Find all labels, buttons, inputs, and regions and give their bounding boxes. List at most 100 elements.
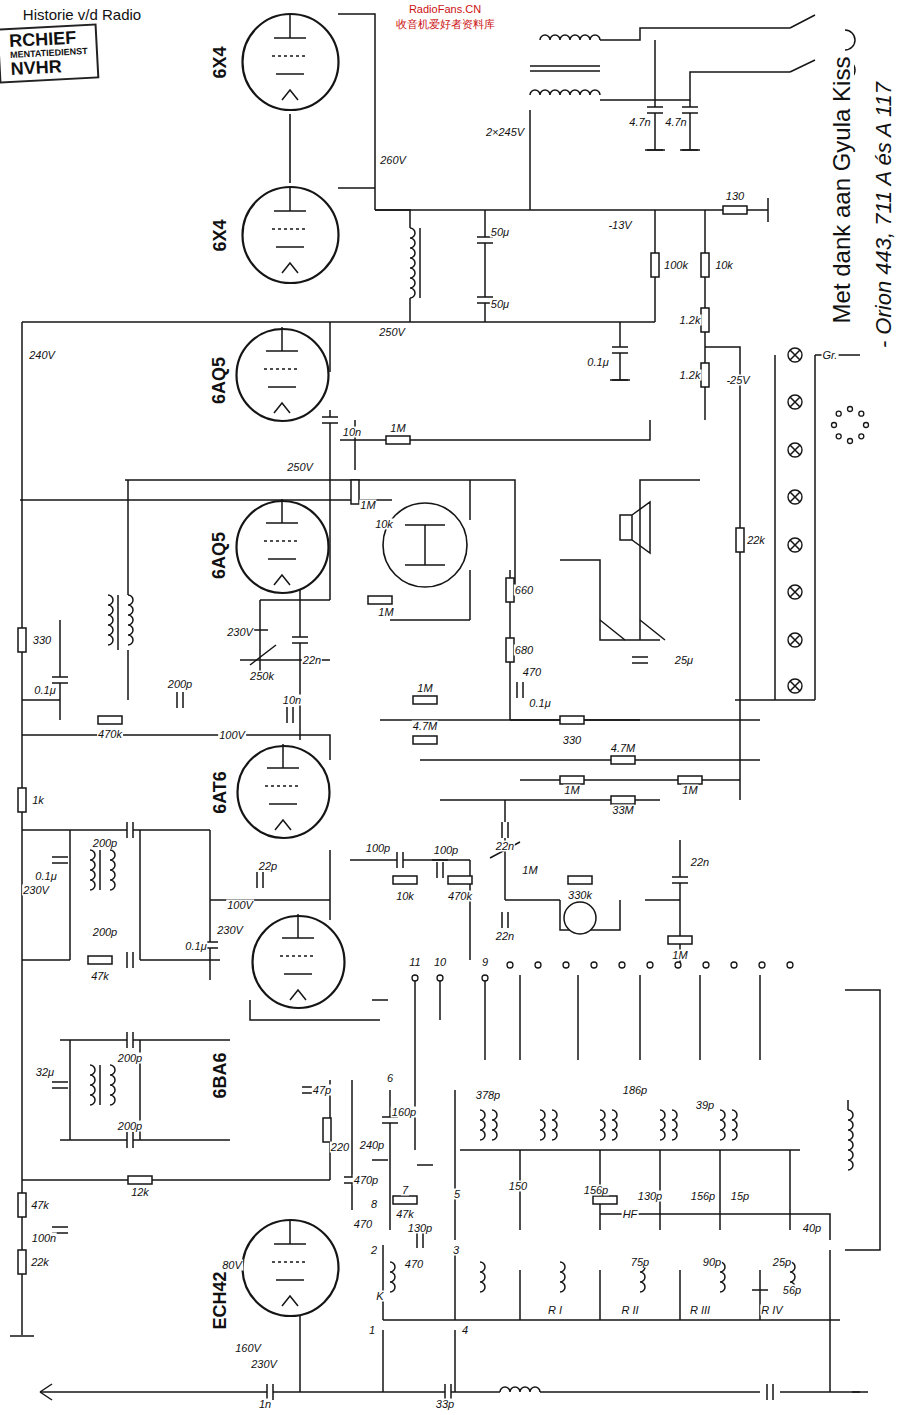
capacitor-symbol xyxy=(417,1232,423,1248)
capacitor-symbol xyxy=(52,1082,68,1088)
terminal-dot xyxy=(563,962,569,968)
component-value: R II xyxy=(620,1305,639,1316)
tube-pin xyxy=(289,14,291,38)
wire xyxy=(759,975,761,1060)
component-value: 1M xyxy=(671,950,688,961)
wire xyxy=(529,110,531,210)
component-value: 10n xyxy=(342,427,362,438)
component-value: 4.7M xyxy=(610,743,636,754)
tube-envelope xyxy=(236,501,328,593)
component-value: -25V xyxy=(725,375,750,386)
wire xyxy=(679,1270,681,1320)
component-value: 9 xyxy=(481,957,489,968)
tube-type: ECH42 xyxy=(210,1269,231,1331)
archive-stamp: RCHIEFMENTATIEDIENSTNVHR xyxy=(0,23,99,83)
component-value: 4 xyxy=(461,1325,469,1336)
choke-core xyxy=(419,228,421,298)
tube-cathode xyxy=(269,803,297,805)
terminal-dot xyxy=(859,434,864,439)
component-value: 22n xyxy=(495,841,515,852)
component-value: 47k xyxy=(90,971,110,982)
vacuum-tube: 6AQ5 xyxy=(206,497,333,597)
component-value: 220 xyxy=(330,1142,350,1153)
wire xyxy=(329,410,331,600)
terminal-dot xyxy=(832,423,837,428)
component-value: 470 xyxy=(353,1219,373,1230)
tube-heater xyxy=(282,263,298,273)
wire xyxy=(600,28,790,40)
note-text: Met dank aan Gyula Kiss xyxy=(830,56,854,325)
terminal-dot xyxy=(848,407,853,412)
tube-envelope xyxy=(242,1220,338,1316)
component-value: 156p xyxy=(583,1185,609,1196)
component-value: 100V xyxy=(218,730,246,741)
component-value: 10 xyxy=(433,957,447,968)
wire xyxy=(735,699,815,701)
capacitor-symbol xyxy=(477,237,493,243)
lamp-symbol xyxy=(788,679,802,693)
if-core xyxy=(99,1065,101,1105)
resistor-symbol xyxy=(611,796,635,804)
coil-symbol xyxy=(848,1110,853,1170)
capacitor-gap xyxy=(477,237,493,243)
component-value: 39p xyxy=(695,1100,715,1111)
antenna-arrow xyxy=(40,1384,52,1400)
wire xyxy=(383,1319,840,1321)
vacuum-tube: ECH42 xyxy=(206,1216,343,1335)
wire xyxy=(22,699,60,701)
lamp-cross xyxy=(790,587,800,597)
lamp-symbol xyxy=(788,538,802,552)
capacitor-gap xyxy=(52,1082,68,1088)
component-value: HF xyxy=(622,1209,639,1220)
wire xyxy=(519,1270,521,1320)
vacuum-tube: 6AT6 xyxy=(206,742,334,842)
tube-grid xyxy=(272,228,308,230)
capacitor-gap xyxy=(672,877,688,883)
tube-heater xyxy=(275,820,291,830)
resistor-symbol xyxy=(506,578,514,602)
component-value: 100p xyxy=(433,845,459,856)
component-value: 100V xyxy=(226,900,254,911)
component-value: 25μ xyxy=(674,655,694,666)
component-value: 33p xyxy=(435,1399,455,1410)
wire xyxy=(847,1100,849,1110)
lamp-cross xyxy=(790,540,800,550)
resistor-symbol xyxy=(386,436,410,444)
magic-eye-tube xyxy=(383,503,467,587)
tube-cathode xyxy=(268,386,296,388)
wire xyxy=(505,899,560,901)
component-value: 240p xyxy=(359,1140,385,1151)
lamp-symbol xyxy=(788,585,802,599)
component-value: 0.1μ xyxy=(34,871,57,882)
component-value: 150 xyxy=(508,1181,528,1192)
wire xyxy=(774,355,776,700)
resistor-symbol xyxy=(560,776,584,784)
component-value: 1M xyxy=(563,785,580,796)
capacitor-gap xyxy=(127,1032,133,1048)
wire xyxy=(484,210,486,322)
resistor-symbol xyxy=(611,756,635,764)
capacitor-gap xyxy=(502,912,508,928)
component-value: 1.2k xyxy=(679,315,702,326)
component-value: 250V xyxy=(286,462,314,473)
capacitor-gap xyxy=(417,1232,423,1248)
component-value: 330 xyxy=(562,735,582,746)
component-value: 15p xyxy=(730,1191,750,1202)
wire xyxy=(519,975,521,1060)
lamp-cross xyxy=(790,350,800,360)
terminal-dot xyxy=(836,434,841,439)
component-value: 1M xyxy=(389,423,406,434)
component-value: 12k xyxy=(130,1187,150,1198)
terminal-dot xyxy=(703,962,709,968)
tube-cathode xyxy=(268,558,296,560)
wire xyxy=(10,1335,34,1337)
component-value: 470p xyxy=(353,1175,379,1186)
capacitor-symbol xyxy=(437,862,443,878)
component-value: 660 xyxy=(514,585,534,596)
component-value: 470k xyxy=(97,729,123,740)
ground-symbol xyxy=(417,1164,433,1166)
wire xyxy=(814,355,816,700)
component-value: 130p xyxy=(637,1191,663,1202)
lamp-symbol xyxy=(788,490,802,504)
wire xyxy=(60,1139,230,1141)
